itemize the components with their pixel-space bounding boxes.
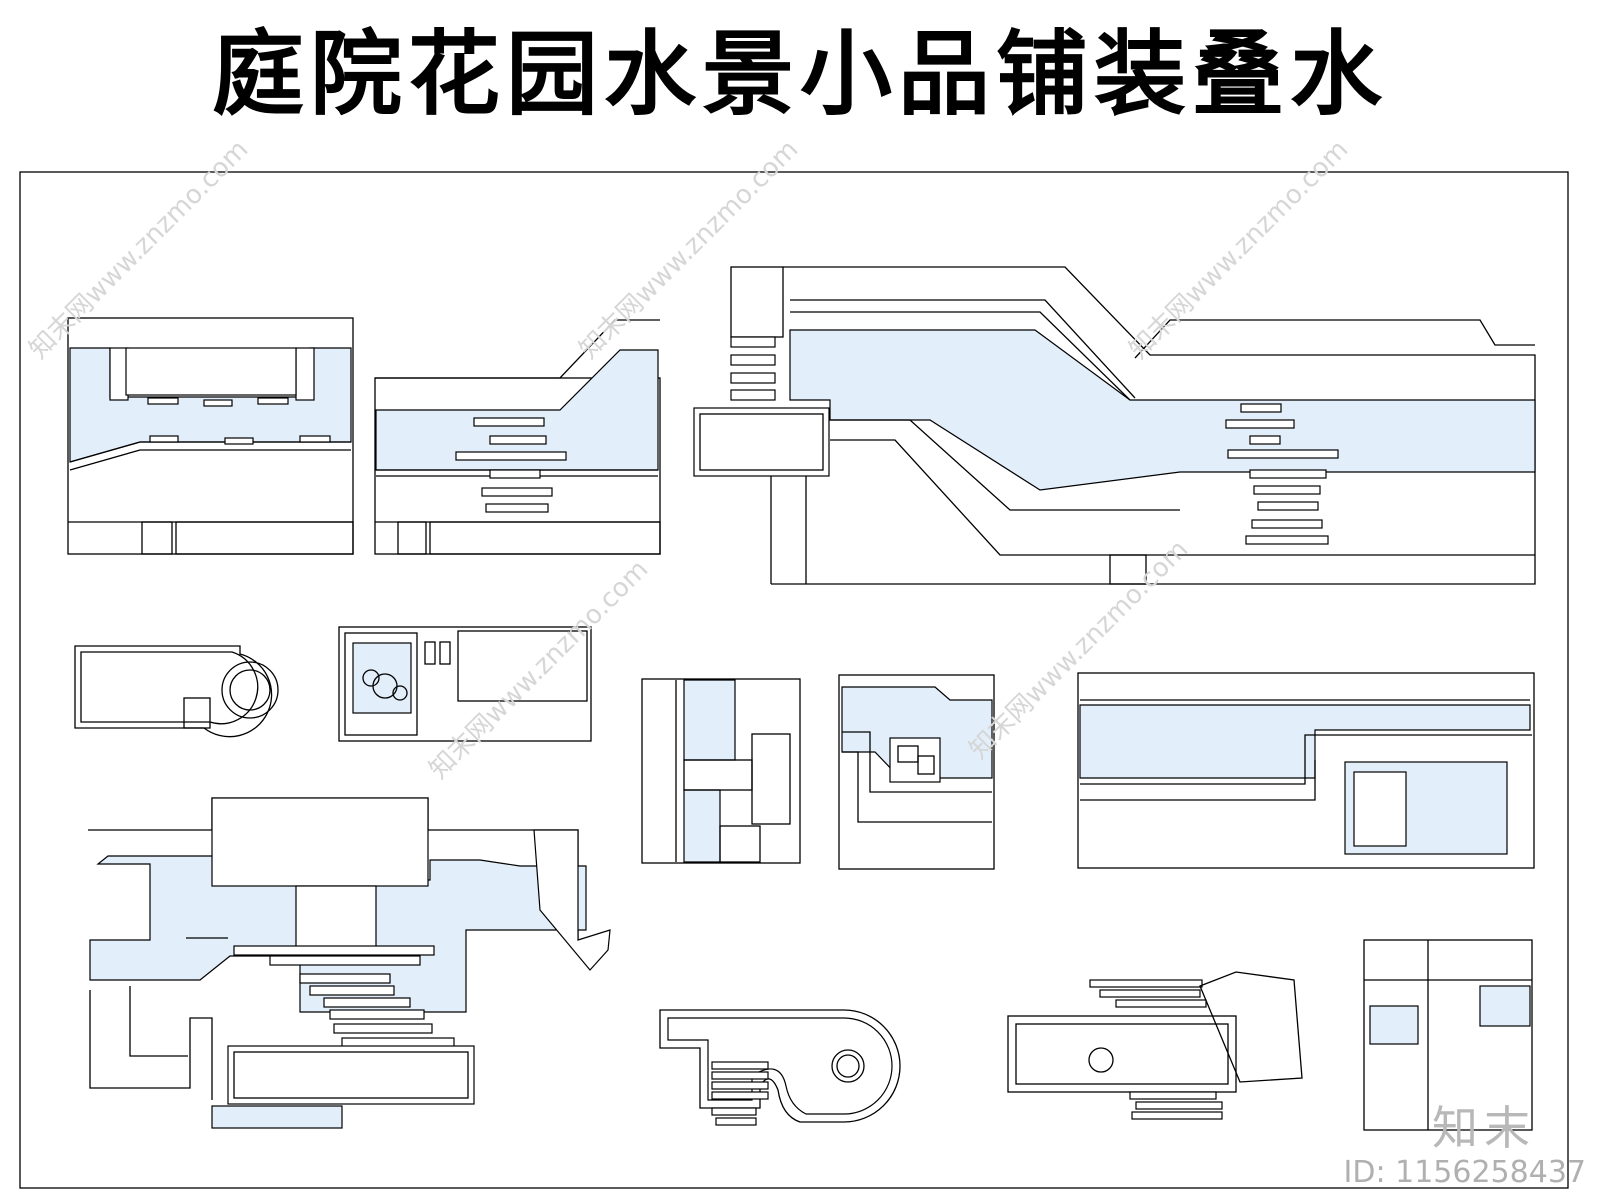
- plan-corner-court: [1363, 939, 1533, 1131]
- watermark-logo: 知末: [1432, 1101, 1536, 1155]
- plan-tiered-cascade: [88, 797, 611, 1129]
- plan-stream-c: [693, 266, 1536, 585]
- plan-vertical-court: [641, 678, 801, 864]
- page-title: 庭院花园水景小品铺装叠水: [211, 20, 1388, 128]
- svg-text:知末网www.znzmo.com: 知末网www.znzmo.com: [1124, 134, 1355, 365]
- plan-rect-garden: [338, 626, 592, 742]
- id-label: ID: 1156258437: [1343, 1155, 1586, 1190]
- plan-square-rockery: [838, 674, 995, 870]
- plan-linear-pool: [1007, 971, 1303, 1120]
- plan-stream-b: [374, 319, 661, 555]
- svg-text:知末网www.znzmo.com: 知末网www.znzmo.com: [24, 134, 255, 365]
- plan-stream-a: [67, 317, 354, 555]
- plan-keyhole-pool: [659, 1009, 901, 1126]
- plan-pool-round: [74, 645, 279, 738]
- plan-wide-stream: [1077, 672, 1535, 869]
- svg-text:知末网www.znzmo.com: 知末网www.znzmo.com: [574, 134, 805, 365]
- frame-border: [19, 171, 1569, 1189]
